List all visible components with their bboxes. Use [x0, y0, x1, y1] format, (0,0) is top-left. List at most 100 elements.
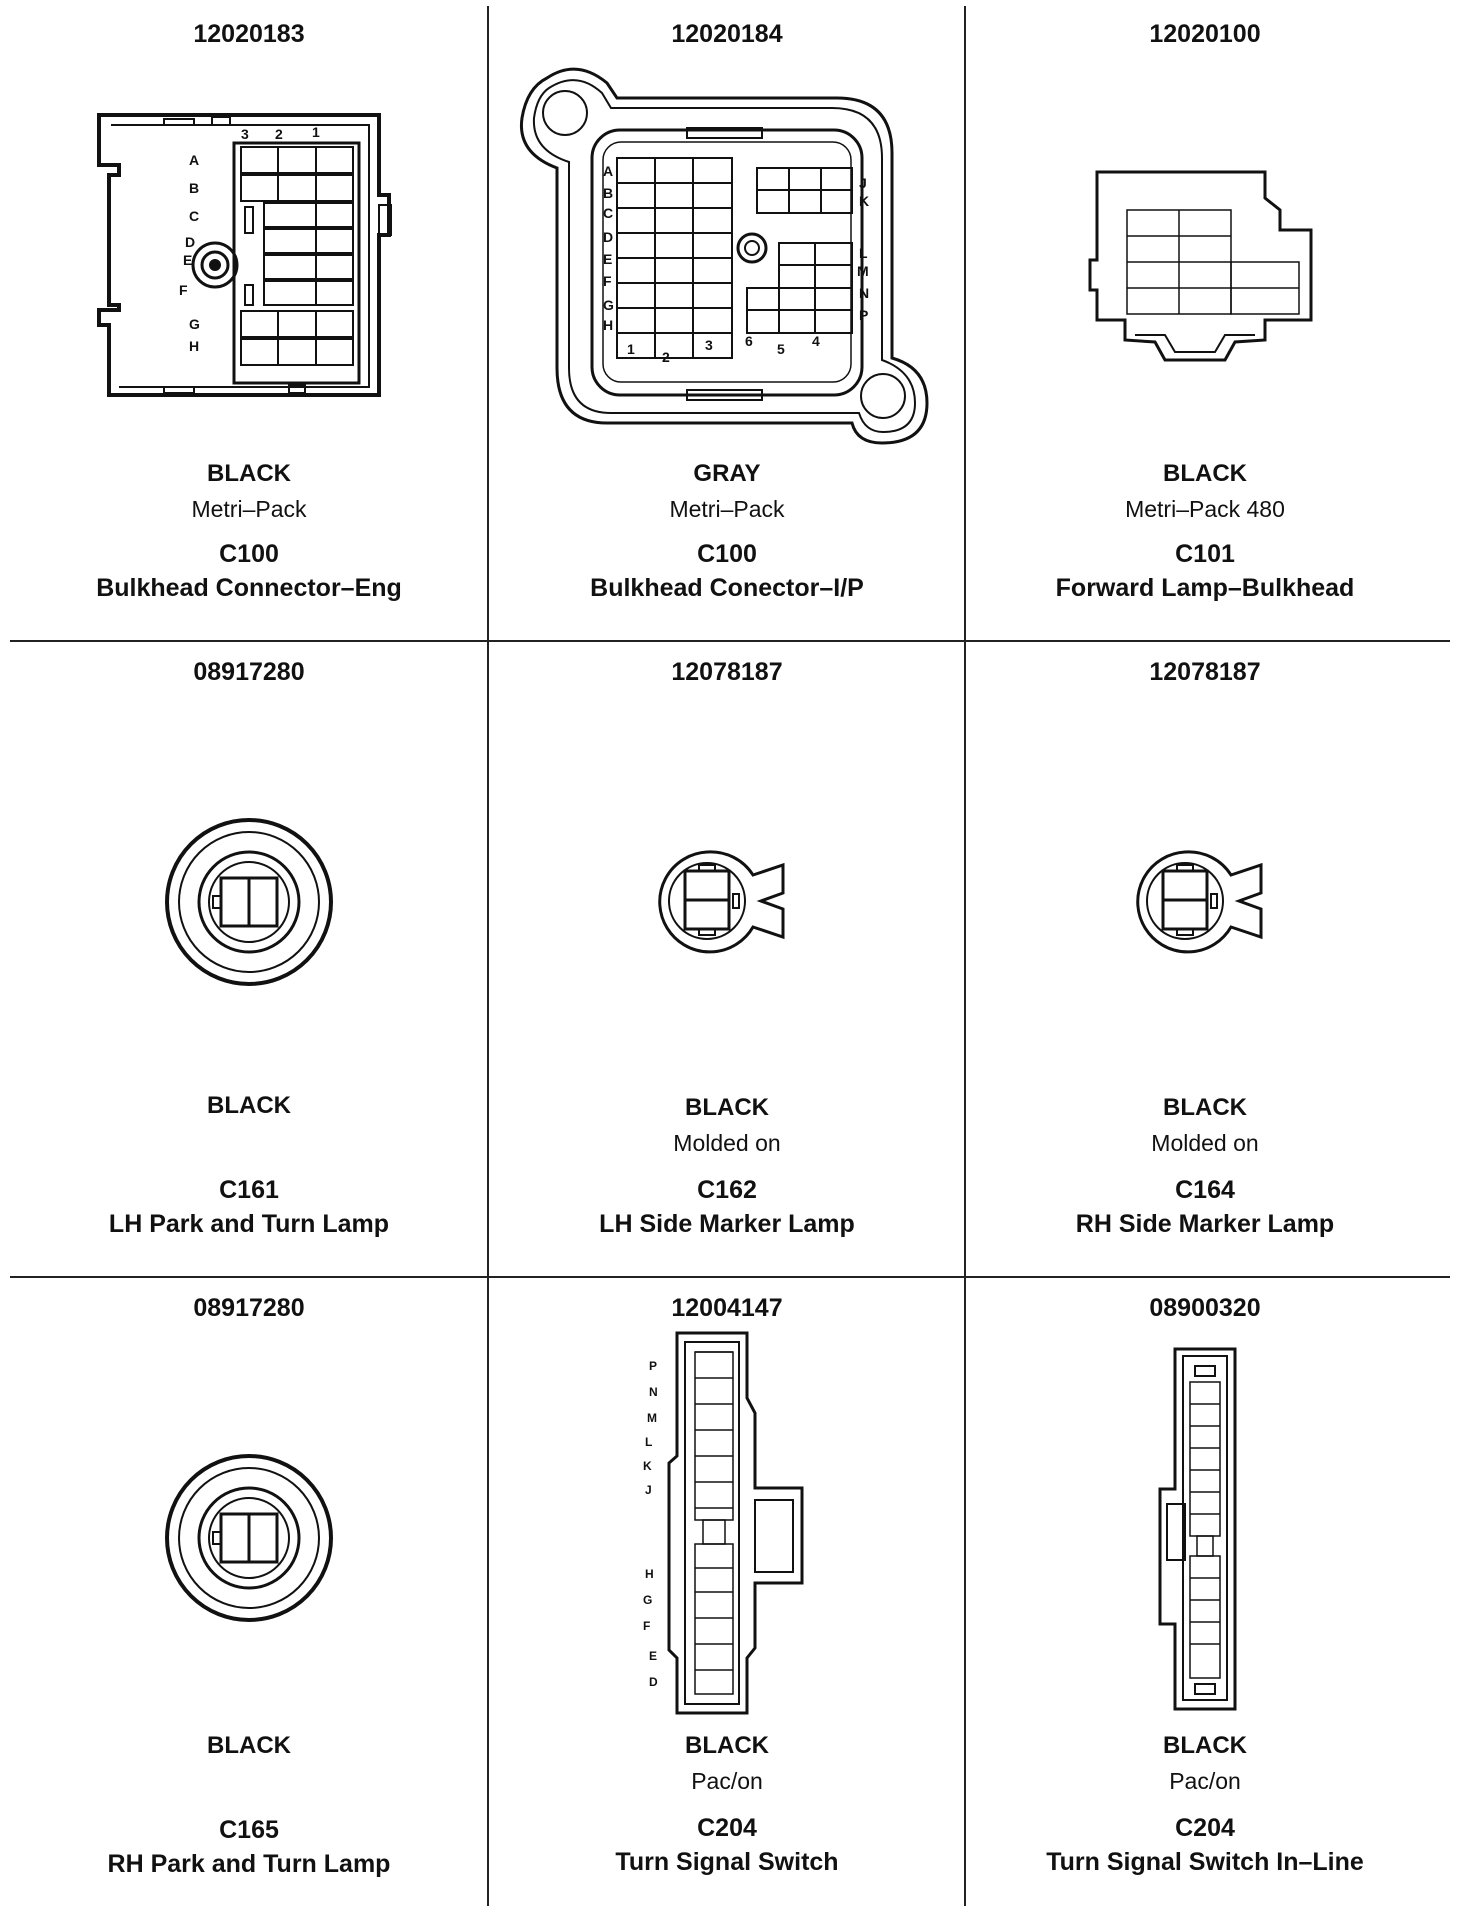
connector-name: LH Park and Turn Lamp	[108, 1210, 390, 1238]
pin-row-label: N	[859, 285, 869, 301]
connector-cell-c165: 08917280 BLACK C165 RH Park and Turn Lam…	[14, 1278, 484, 1912]
part-number: 08917280	[193, 658, 305, 686]
housing-outline	[519, 67, 929, 445]
pin-cells	[1126, 209, 1300, 315]
housing-outline	[97, 113, 391, 397]
pin-row-label: A	[603, 163, 613, 179]
housing-outline	[1088, 170, 1313, 362]
housing-outline	[658, 850, 785, 954]
center-bolt	[191, 241, 239, 289]
pin-row-label: J	[859, 175, 867, 191]
pin-row-label: P	[859, 307, 868, 323]
connector-type: Metri–Pack	[191, 496, 307, 522]
connector-drawing	[492, 847, 962, 957]
housing-outline	[1158, 1347, 1237, 1711]
pin-col-label: 4	[812, 333, 820, 349]
pin-row-label: B	[189, 180, 199, 196]
part-number: 08900320	[1149, 1294, 1261, 1322]
column-divider	[487, 6, 489, 1906]
connector-cell-c204-switch: 12004147	[492, 1278, 962, 1912]
pin-row-label: B	[603, 185, 613, 201]
connector-id: C101	[1175, 540, 1235, 568]
pin-col-label: 1	[312, 124, 320, 140]
pin-col-label: 1	[627, 341, 635, 357]
pin-row-label: D	[185, 234, 195, 250]
connector-cell-c100-eng: 12020183	[14, 0, 484, 640]
connector-id: C161	[219, 1176, 279, 1204]
pin-row-label: J	[645, 1483, 652, 1497]
connector-drawing	[14, 1448, 484, 1628]
pin-cells	[1189, 1381, 1221, 1679]
connector-id: C164	[1175, 1176, 1235, 1204]
pin-row-label: G	[603, 297, 614, 313]
connector-id: C162	[697, 1176, 757, 1204]
connector-drawing: P N M L K J H G F E D	[492, 1328, 962, 1718]
connector-drawing	[970, 1344, 1440, 1714]
part-number: 12020184	[671, 20, 783, 48]
pin-row-label: L	[859, 245, 868, 261]
pin-row-label: F	[603, 273, 612, 289]
part-number: 12078187	[1149, 658, 1261, 686]
housing-outline	[1136, 850, 1263, 954]
pin-row-label: D	[649, 1675, 658, 1689]
pin-col-label: 2	[662, 349, 670, 365]
connector-cell-c164: 12078187 BLACK Molded on C164 RH Side Ma…	[970, 642, 1440, 1276]
pin-cells	[240, 146, 354, 366]
connector-id: C165	[219, 1816, 279, 1844]
connector-color: BLACK	[207, 460, 291, 487]
connector-color: BLACK	[685, 1094, 769, 1121]
pin-row-label: F	[643, 1619, 650, 1633]
pin-row-label: C	[603, 205, 613, 221]
row-divider	[10, 1276, 1450, 1278]
pin-row-label: H	[645, 1567, 654, 1581]
pin-cells	[616, 157, 853, 359]
connector-id: C100	[219, 540, 279, 568]
connector-12078187-drawing	[1136, 850, 1263, 954]
pin-row-label: A	[189, 152, 199, 168]
connector-color: BLACK	[1163, 1094, 1247, 1121]
part-number: 12078187	[671, 658, 783, 686]
connector-12020183-drawing: 3 2 1 A B C D E F G H	[97, 113, 392, 397]
connector-type: Pac/on	[691, 1768, 763, 1794]
pin-cells	[694, 1351, 734, 1695]
pin-col-label: 2	[275, 126, 283, 142]
connector-color: BLACK	[1163, 1732, 1247, 1759]
pin-row-label: G	[643, 1593, 652, 1607]
pin-row-label: E	[649, 1649, 657, 1663]
connector-12020100-drawing	[1088, 170, 1313, 362]
connector-name: Turn Signal Switch In–Line	[1046, 1848, 1364, 1876]
pin-row-label: E	[183, 252, 192, 268]
connector-drawing	[970, 160, 1440, 370]
connector-name: RH Side Marker Lamp	[1075, 1210, 1335, 1238]
connector-name: LH Side Marker Lamp	[599, 1210, 855, 1238]
part-number: 08917280	[193, 1294, 305, 1322]
pin-col-label: 3	[705, 337, 713, 353]
connector-12004147-drawing: P N M L K J H G F E D	[643, 1331, 804, 1715]
pin-col-label: 6	[745, 333, 753, 349]
connector-drawing: A B C D E F G H J K L M N P 1 2 3 6 5	[492, 58, 962, 458]
connector-08900320-drawing	[1158, 1347, 1237, 1711]
connector-name: Turn Signal Switch	[615, 1848, 839, 1876]
connector-cell-c100-ip: 12020184	[492, 0, 962, 640]
connector-08917280-drawing	[165, 1454, 333, 1622]
connector-drawing	[14, 812, 484, 992]
pin-row-label: L	[645, 1435, 652, 1449]
connector-type: Molded on	[1151, 1130, 1259, 1156]
connector-drawing	[970, 847, 1440, 957]
connector-id: C204	[697, 1814, 757, 1842]
connector-type: Metri–Pack 480	[1125, 496, 1285, 522]
pin-row-label: E	[603, 251, 612, 267]
pin-col-label: 3	[241, 126, 249, 142]
pin-row-label: P	[649, 1359, 657, 1373]
pin-row-label: H	[189, 338, 199, 354]
part-number: 12004147	[671, 1294, 783, 1322]
pin-row-label: D	[603, 229, 613, 245]
pin-row-label: M	[647, 1411, 657, 1425]
pin-row-label: K	[859, 193, 869, 209]
pin-row-label: F	[179, 282, 188, 298]
housing-outline	[667, 1331, 804, 1715]
connector-color: BLACK	[207, 1092, 291, 1119]
connector-type: Metri–Pack	[669, 496, 785, 522]
connector-12078187-drawing	[658, 850, 785, 954]
connector-cell-c101: 12020100 BLACK Metri–Pack 480 C101 Forwa…	[970, 0, 1440, 640]
